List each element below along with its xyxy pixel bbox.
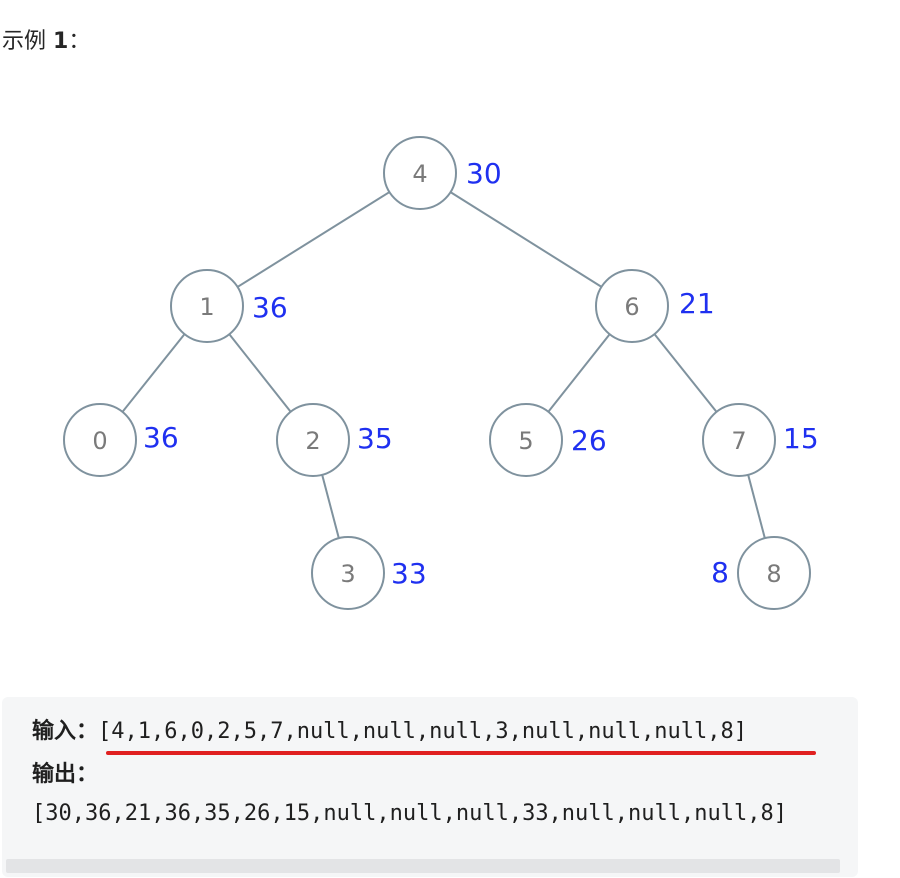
edge-n6-n5	[547, 333, 611, 413]
node-value-label: 1	[199, 293, 214, 321]
node-sum-label: 36	[252, 291, 288, 324]
edge-n7-n8	[747, 474, 766, 539]
heading-suffix: ：	[68, 29, 91, 54]
node-value-label: 6	[624, 293, 639, 321]
node-value-label: 7	[731, 427, 746, 455]
tree-node-2: 2 35	[276, 403, 393, 477]
tree-node-7: 7 15	[702, 403, 819, 477]
tree-node-1: 1 36	[170, 269, 288, 343]
tree-node-5: 5 26	[489, 403, 607, 477]
example-code-block: 输入：[4,1,6,0,2,5,7,null,null,null,3,null,…	[2, 697, 858, 877]
node-sum-label: 30	[466, 157, 502, 190]
node-sum-label: 21	[679, 287, 715, 320]
node-sum-label: 33	[391, 557, 427, 590]
node-circle	[276, 403, 350, 477]
heading-prefix: 示例	[2, 29, 53, 54]
node-sum-label: 36	[143, 421, 179, 454]
node-sum-label: 15	[783, 422, 819, 455]
node-value-label: 5	[518, 427, 533, 455]
node-circle	[383, 136, 457, 210]
output-line: 输出：	[32, 760, 98, 790]
node-sum-label: 8	[711, 556, 729, 589]
edge-n1-n0	[121, 333, 186, 413]
node-circle	[489, 403, 563, 477]
input-highlight-underline	[106, 751, 816, 755]
node-circle	[702, 403, 776, 477]
edge-n2-n3	[321, 474, 340, 539]
tree-node-4: 4 30	[383, 136, 502, 210]
node-value-label: 0	[92, 427, 107, 455]
tree-node-8: 88	[711, 536, 811, 610]
edge-n6-n7	[653, 333, 718, 413]
tree-node-6: 6 21	[595, 269, 715, 343]
horizontal-scrollbar[interactable]	[6, 859, 840, 873]
edge-n4-n1	[237, 191, 390, 288]
input-line: 输入：[4,1,6,0,2,5,7,null,null,null,3,null,…	[32, 717, 747, 747]
heading-number: 1	[53, 29, 69, 54]
node-sum-label: 35	[357, 422, 393, 455]
output-value: [30,36,21,36,35,26,15,null,null,null,33,…	[32, 801, 787, 826]
edge-n1-n2	[228, 333, 292, 413]
node-circle	[63, 403, 137, 477]
node-circle	[595, 269, 669, 343]
node-value-label: 4	[412, 160, 427, 188]
example-heading: 示例 1：	[2, 26, 90, 58]
node-value-label: 8	[766, 560, 781, 588]
node-value-label: 2	[305, 427, 320, 455]
tree-edges	[121, 191, 766, 539]
edge-n4-n6	[449, 191, 603, 288]
node-circle	[737, 536, 811, 610]
input-label: 输入：	[32, 719, 99, 744]
node-circle	[311, 536, 385, 610]
node-circle	[170, 269, 244, 343]
node-value-label: 3	[340, 560, 355, 588]
input-value: [4,1,6,0,2,5,7,null,null,null,3,null,nul…	[98, 719, 748, 744]
output-value-line: [30,36,21,36,35,26,15,null,null,null,33,…	[32, 799, 787, 829]
tree-node-0: 0 36	[63, 403, 179, 477]
output-label: 输出：	[32, 762, 99, 787]
node-sum-label: 26	[571, 424, 607, 457]
